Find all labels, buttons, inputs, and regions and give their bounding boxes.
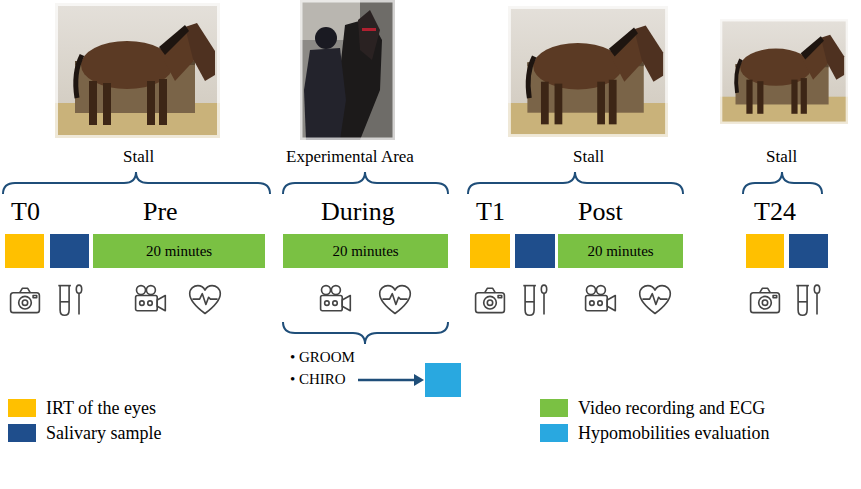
stall-photo <box>55 3 220 138</box>
icons <box>11 285 820 315</box>
legend-swatch <box>8 424 36 442</box>
phase-label: Pre <box>143 197 178 227</box>
stall-photo <box>720 19 848 124</box>
timed-bar: 20 minutes <box>283 234 448 268</box>
sample-squares <box>5 234 828 397</box>
legend-row: Hypomobilities evaluation <box>540 423 769 443</box>
experimental-photo <box>300 0 395 140</box>
legend-row: IRT of the eyes <box>8 398 156 418</box>
phase-label: T0 <box>11 197 40 227</box>
bar-text: 20 minutes <box>146 243 212 260</box>
legend-swatch <box>8 399 36 417</box>
legend-text: IRT of the eyes <box>46 399 156 417</box>
place-label: Experimental Area <box>286 147 414 167</box>
phase-label: Post <box>578 197 623 227</box>
place-label: Stall <box>573 147 604 167</box>
procedure-label: • CHIRO <box>290 371 346 388</box>
timed-bar: 20 minutes <box>93 234 265 268</box>
legend-swatch <box>540 399 568 417</box>
legend-text: Salivary sample <box>46 424 161 442</box>
timed-bar: 20 minutes <box>558 234 683 268</box>
legend-swatch <box>540 424 568 442</box>
legend-row: Video recording and ECG <box>540 398 765 418</box>
leader-arrow <box>358 374 424 386</box>
bar-text: 20 minutes <box>332 243 398 260</box>
legend-text: Video recording and ECG <box>578 399 765 417</box>
procedure-label: • GROOM <box>290 349 355 366</box>
place-label: Stall <box>123 147 154 167</box>
legend-row: Salivary sample <box>8 423 161 443</box>
bar-text: 20 minutes <box>587 243 653 260</box>
phase-label: T24 <box>754 197 796 227</box>
place-label: Stall <box>766 147 797 167</box>
phase-label: During <box>321 197 395 227</box>
legend-text: Hypomobilities evaluation <box>578 424 769 442</box>
brace <box>3 172 822 344</box>
stall-photo <box>508 6 668 137</box>
phase-label: T1 <box>476 197 505 227</box>
